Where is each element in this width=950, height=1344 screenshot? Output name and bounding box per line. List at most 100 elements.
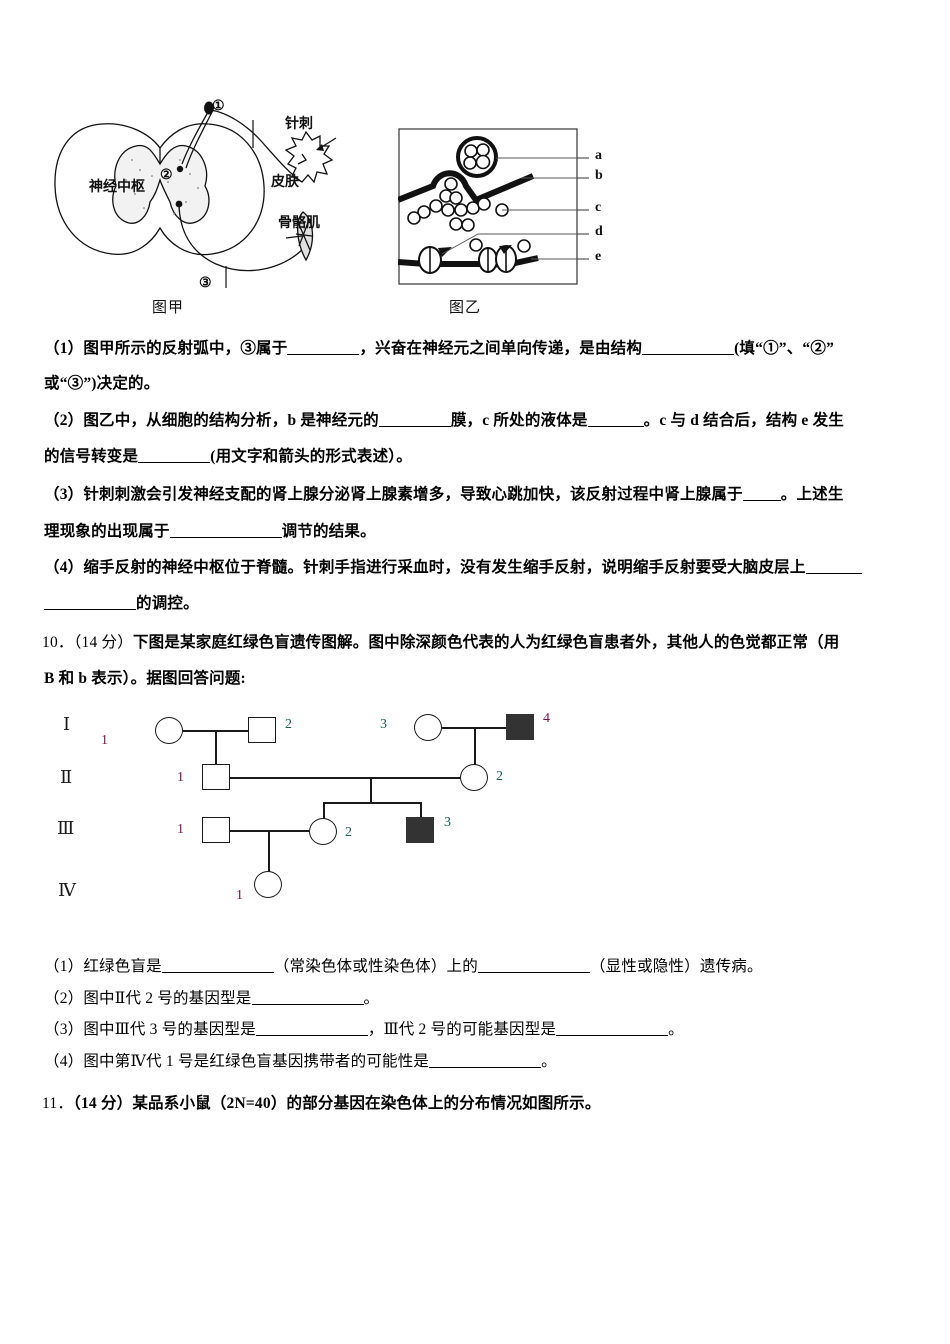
q10-part3: （3）图中Ⅲ代 3 号的基因型是，Ⅲ代 2 号的可能基因型是。 — [44, 1011, 684, 1049]
sibship-line-III — [323, 802, 421, 804]
pedigree-id-I-4: 4 — [543, 711, 550, 726]
figure-yi-caption: 图乙 — [449, 300, 482, 316]
q9-part4-line1: （4）缩手反射的神经中枢位于脊髓。针刺手指进行采血时，没有发生缩手反射，说明缩手… — [44, 549, 862, 587]
q9-p1-t1: （1）图甲所示的反射弧中，③属于 — [44, 340, 288, 357]
q10-p4-t2: 。 — [541, 1053, 557, 1070]
answer-blank[interactable] — [805, 560, 862, 574]
pedigree-id-II-1: 1 — [177, 770, 184, 785]
q10-marks: （14 分） — [73, 634, 133, 651]
answer-blank[interactable] — [255, 1022, 368, 1036]
figure-jia-reflex-arc — [54, 101, 337, 288]
q9-p1-t4: 或“③”)决定的。 — [44, 375, 160, 392]
pedigree-node-I-2[interactable] — [248, 717, 276, 743]
q10-p1-t2: （常染色体或性染色体）上的 — [273, 958, 478, 975]
label-e: e — [595, 249, 602, 264]
label-b: b — [595, 168, 603, 183]
skin-label: 皮肤 — [271, 175, 299, 190]
pedigree-node-II-2[interactable] — [460, 764, 488, 791]
pedigree-id-I-1: 1 — [101, 733, 108, 748]
q9-part2-line2: 的信号转变是(用文字和箭头的形式表述）。 — [44, 438, 412, 476]
mating-line-II-1-2 — [230, 777, 460, 779]
pedigree-node-IV-1[interactable] — [254, 871, 282, 898]
marker-2-label: ② — [160, 168, 173, 183]
generation-label-I: Ⅰ — [63, 714, 71, 734]
q9-part1-line2: 或“③”)决定的。 — [44, 365, 159, 403]
descent-line-III-to-IV — [268, 830, 270, 872]
q9-p2-t4: 的信号转变是 — [44, 448, 139, 465]
answer-blank[interactable] — [378, 413, 451, 427]
q10-p4-t1: （4）图中第Ⅳ代 1 号是红绿色盲基因携带者的可能性是 — [44, 1053, 430, 1070]
answer-blank[interactable] — [556, 1022, 669, 1036]
pedigree-id-I-2: 2 — [285, 717, 292, 732]
q9-part4-line2: 的调控。 — [44, 585, 199, 623]
figure-row: ① ② ③ 神经中枢 针刺 皮肤 骨骼肌 — [0, 0, 950, 318]
q9-p2-t2: 膜，c 所处的液体是 — [450, 412, 588, 429]
generation-label-III: Ⅲ — [57, 818, 75, 838]
q9-p4-t1: （4）缩手反射的神经中枢位于脊髓。针刺手指进行采血时，没有发生缩手反射，说明缩手… — [44, 559, 806, 576]
q9-part3-line2: 理现象的出现属于调节的结果。 — [44, 513, 376, 551]
q10-stem-text2: B 和 b 表示）。据图回答问题: — [44, 670, 246, 687]
pedigree-node-I-1[interactable] — [155, 717, 183, 744]
marker-3-label: ③ — [199, 276, 212, 291]
pedigree-id-II-2: 2 — [496, 769, 503, 784]
pedigree-node-III-2[interactable] — [309, 818, 337, 845]
q9-p3-t1: （3）针刺刺激会引发神经支配的肾上腺分泌肾上腺素增多，导致心跳加快，该反射过程中… — [44, 486, 743, 503]
answer-blank[interactable] — [169, 524, 282, 538]
pedigree-node-I-4[interactable] — [506, 714, 534, 740]
q10-number: 10． — [42, 634, 74, 651]
needle-prick-label: 针刺 — [285, 117, 313, 132]
q9-part3-line1: （3）针刺刺激会引发神经支配的肾上腺分泌肾上腺素增多，导致心跳加快，该反射过程中… — [44, 476, 844, 514]
pedigree-chart: Ⅰ Ⅱ Ⅲ Ⅳ 1 2 3 4 1 2 1 — [0, 700, 950, 935]
descent-line-I-to-II-1 — [215, 730, 217, 764]
pedigree-node-III-3[interactable] — [406, 817, 434, 843]
q9-p4-t2: 的调控。 — [136, 595, 199, 612]
nerve-center-label: 神经中枢 — [89, 180, 145, 195]
q9-p3-t2: 。上述生 — [780, 486, 844, 503]
pedigree-id-IV-1: 1 — [236, 888, 243, 903]
pedigree-node-II-1[interactable] — [202, 764, 230, 790]
label-d: d — [595, 224, 603, 239]
sibship-branch-III-2 — [323, 802, 325, 828]
q11-line: 11．（14 分）某品系小鼠（2N=40）的部分基因在染色体上的分布情况如图所示… — [42, 1085, 601, 1123]
pedigree-id-III-3: 3 — [444, 815, 451, 830]
q9-part2-line1: （2）图乙中，从细胞的结构分析，b 是神经元的 膜，c 所处的液体是 。c 与 d … — [44, 402, 844, 440]
q10-part1: （1）红绿色盲是 （常染色体或性染色体）上的 （显性或隐性）遗传病。 — [44, 948, 763, 986]
q10-p3-t1: （3）图中Ⅲ代 3 号的基因型是 — [44, 1021, 256, 1038]
q10-p3-t3: 。 — [668, 1021, 684, 1038]
q10-part4: （4）图中第Ⅳ代 1 号是红绿色盲基因携带者的可能性是 。 — [44, 1043, 557, 1081]
answer-blank[interactable] — [138, 449, 211, 463]
q10-p2-t2: 。 — [363, 990, 380, 1007]
q9-p1-t2: ，兴奋在神经元之间单向传递，是由结构 — [359, 340, 643, 357]
q10-stem-line1: 10．（14 分）下图是某家庭红绿色盲遗传图解。图中除深颜色代表的人为红绿色盲患… — [42, 624, 839, 662]
generation-label-II: Ⅱ — [60, 767, 73, 787]
label-a: a — [595, 148, 602, 163]
q9-p1-t3: (填“①”、“②” — [734, 340, 835, 357]
pedigree-id-III-1: 1 — [177, 822, 184, 837]
pedigree-node-III-1[interactable] — [202, 817, 230, 843]
answer-blank[interactable] — [587, 413, 644, 427]
answer-blank[interactable] — [161, 959, 274, 973]
pedigree-node-I-3[interactable] — [414, 714, 442, 741]
q10-part2: （2）图中Ⅱ代 2 号的基因型是。 — [44, 980, 379, 1018]
label-c: c — [595, 200, 602, 215]
skeletal-muscle-label: 骨骼肌 — [278, 216, 320, 231]
sibship-branch-III-3 — [420, 802, 422, 828]
answer-blank[interactable] — [44, 596, 136, 610]
answer-blank[interactable] — [742, 487, 781, 501]
sibship-drop-II — [370, 777, 372, 803]
descent-line-I-to-II-2 — [474, 727, 476, 766]
answer-blank[interactable] — [477, 959, 590, 973]
answer-blank[interactable] — [287, 341, 360, 355]
answer-blank[interactable] — [429, 1054, 542, 1068]
figure-yi-synapse — [398, 128, 589, 285]
q11-text: （14 分）某品系小鼠（2N=40）的部分基因在染色体上的分布情况如图所示。 — [73, 1095, 601, 1112]
q9-p3-t3: 理现象的出现属于 — [44, 523, 170, 540]
q10-p1-t1: （1）红绿色盲是 — [44, 958, 162, 975]
q9-p2-t1: （2）图乙中，从细胞的结构分析，b 是神经元的 — [44, 412, 379, 429]
answer-blank[interactable] — [642, 341, 735, 355]
q10-p1-t3: （显性或隐性）遗传病。 — [589, 958, 763, 975]
q9-p2-t3: 。c 与 d 结合后，结构 e 发生 — [643, 412, 844, 429]
answer-blank[interactable] — [251, 991, 364, 1005]
pedigree-id-III-2: 2 — [345, 825, 352, 840]
